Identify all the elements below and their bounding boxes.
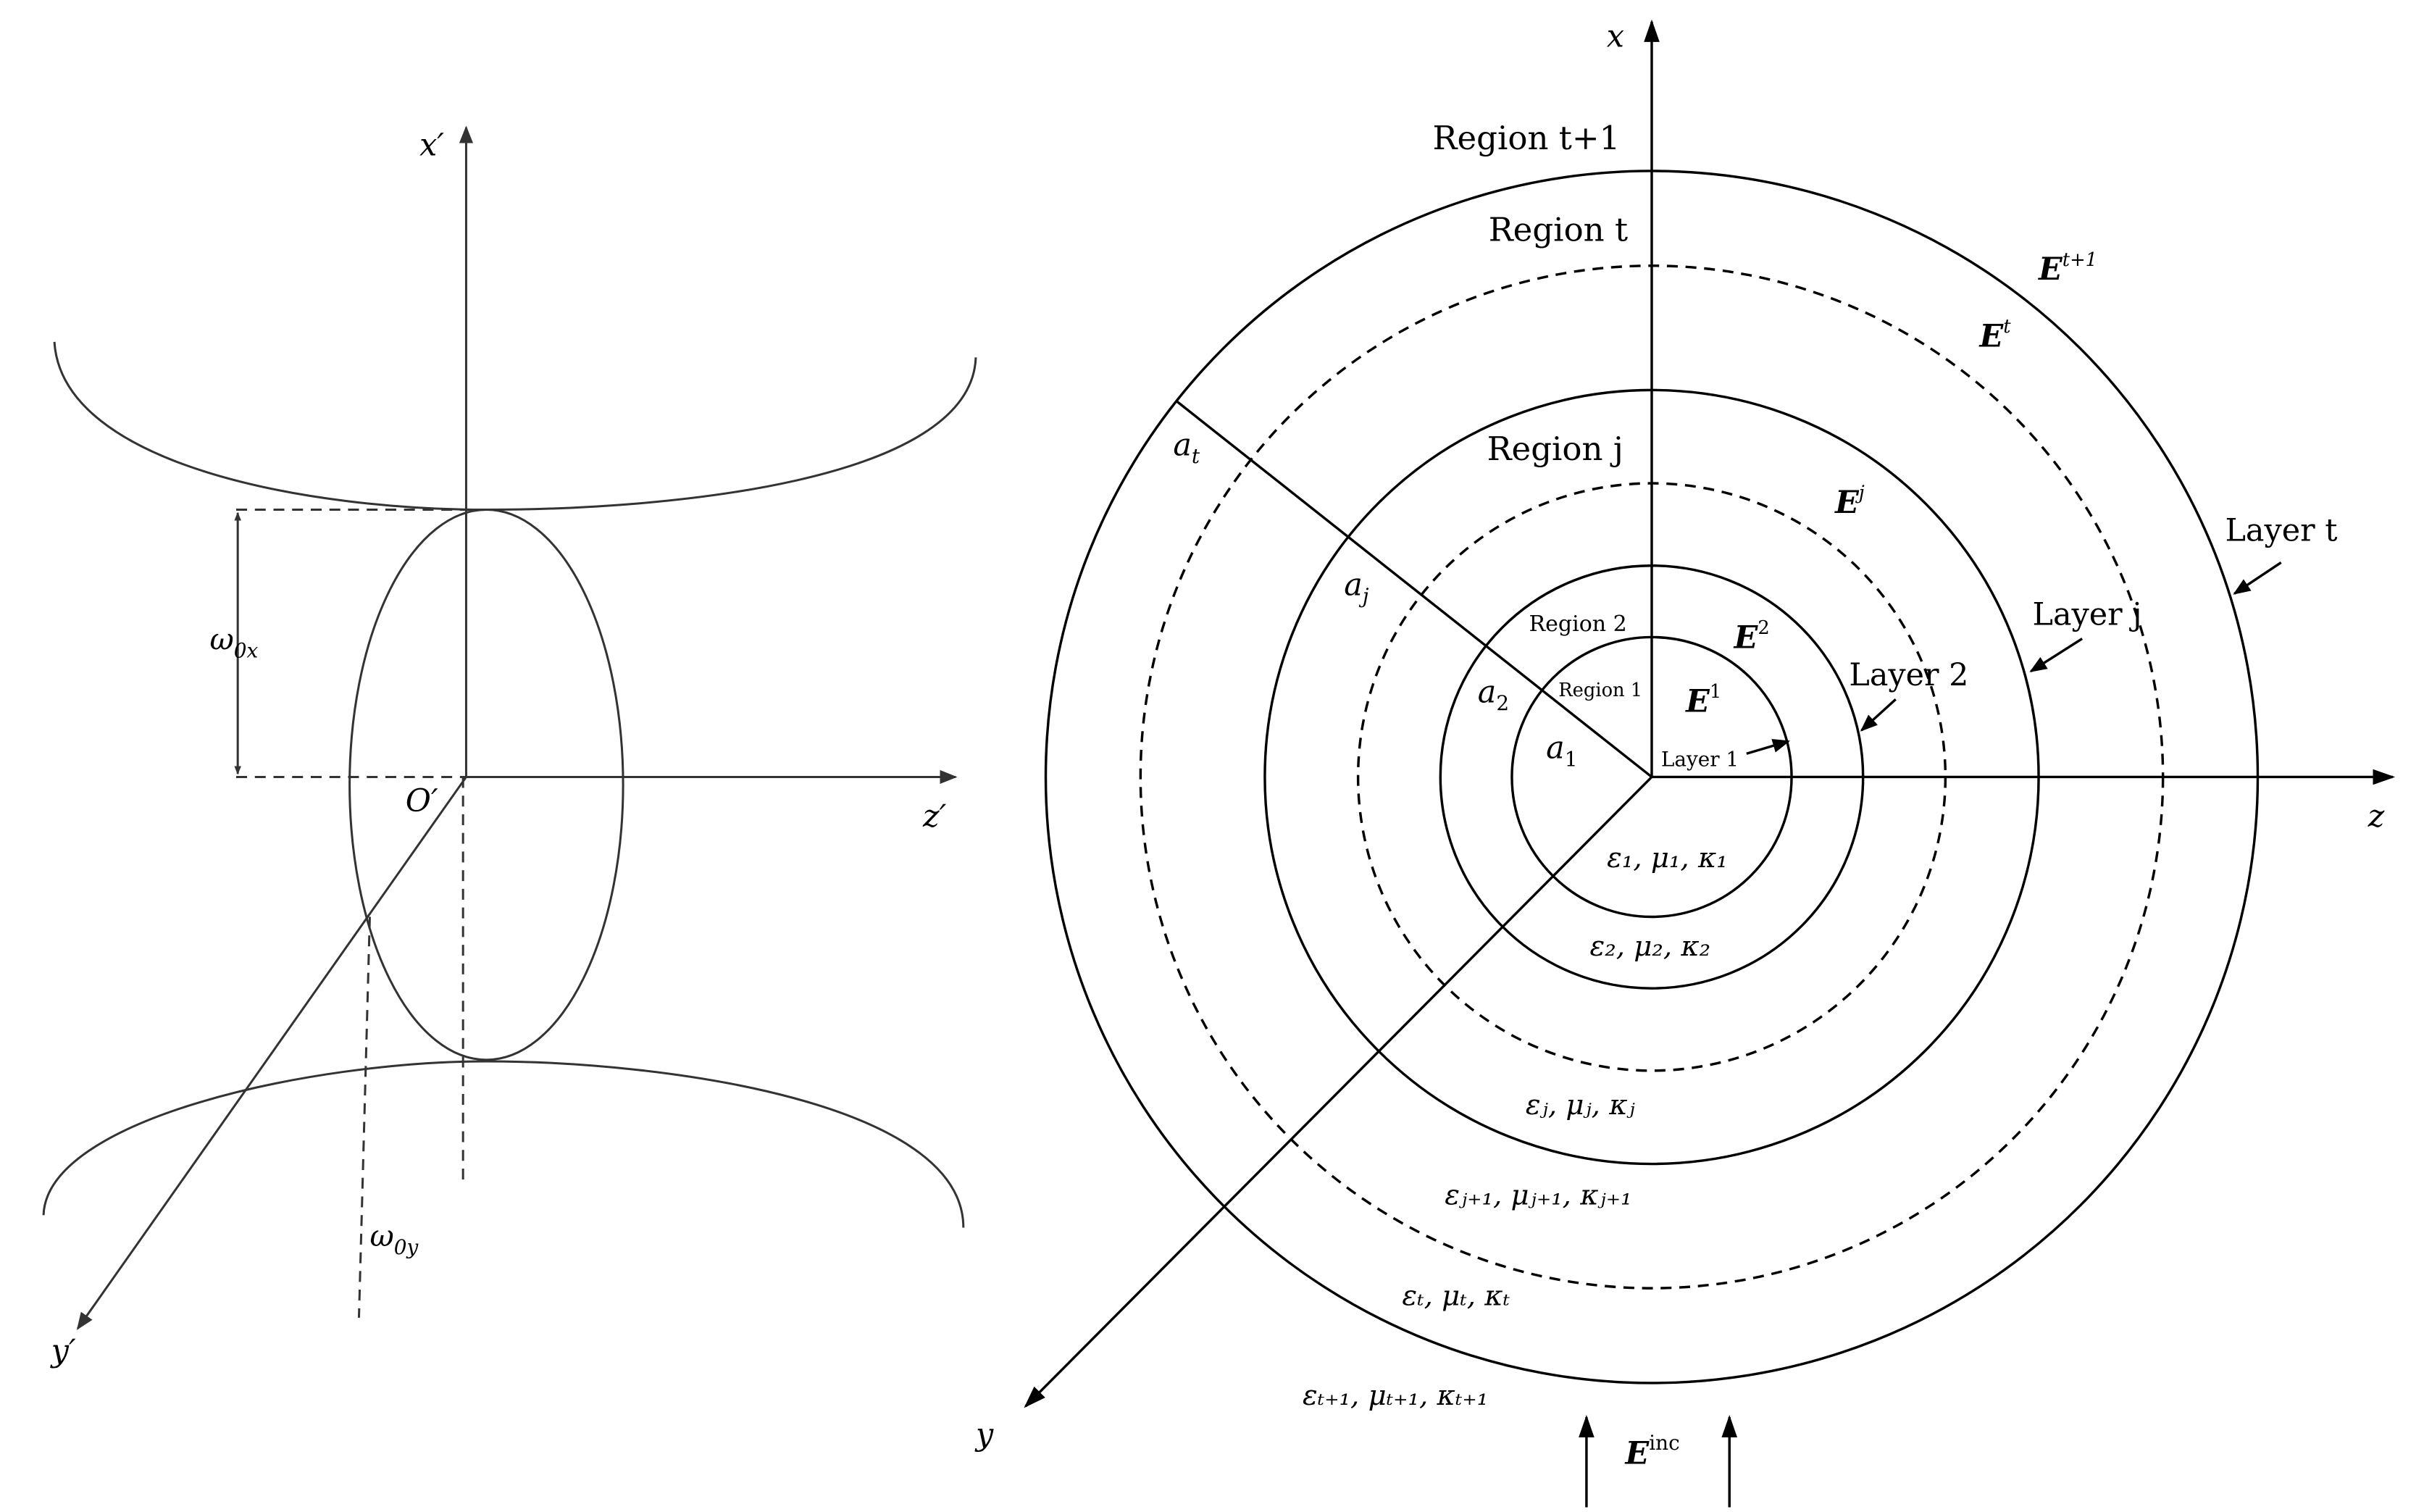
y-axis-label: y (974, 1417, 994, 1453)
layer-2-label: Layer 2 (1849, 657, 1968, 693)
beam-waist-ellipse (348, 509, 624, 1061)
origin-label: O′ (406, 783, 438, 819)
material-region-1: ε₁, μ₁, κ₁ (1607, 842, 1728, 874)
layer-t-label: Layer t (2225, 512, 2337, 548)
material-region-t-plus-1: εₜ₊₁, μₜ₊₁, κₜ₊₁ (1303, 1379, 1488, 1412)
layer-t-arrow (2233, 561, 2282, 595)
region-t-plus-1-label: Region t+1 (1433, 119, 1621, 157)
lower-beam-envelope (42, 1060, 965, 1228)
material-region-t: εₜ, μₜ, κₜ (1402, 1280, 1510, 1313)
field-e-j-label: Ej (1834, 483, 1865, 521)
material-region-j: εⱼ, μⱼ, κⱼ (1526, 1089, 1636, 1122)
region-t-label: Region t (1489, 210, 1628, 248)
x-axis-label: x (1607, 18, 1624, 54)
layer-1-arrow (1746, 739, 1791, 755)
field-e-1-label: E1 (1685, 681, 1721, 719)
dim-guide-slanted (357, 916, 371, 1318)
material-region-j-plus-1: εⱼ₊₁, μⱼ₊₁, κⱼ₊₁ (1445, 1179, 1631, 1211)
omega-x-label: ω0x (210, 622, 259, 663)
omega-y-label: ω0y (369, 1219, 419, 1259)
y-prime-axis (76, 776, 467, 1330)
z-axis-label: z (2367, 798, 2385, 835)
y-axis (1024, 776, 1653, 1408)
upper-beam-envelope (53, 341, 977, 511)
radius-line (1175, 400, 1653, 778)
radius-a-1-label: a1 (1546, 730, 1577, 772)
layer-1-label: Layer 1 (1661, 747, 1739, 771)
x-prime-label: x′ (419, 128, 444, 164)
field-e-t-plus-1-label: Et+1 (2038, 249, 2097, 288)
layer-j-label: Layer j (2032, 596, 2141, 632)
material-region-2: ε₂, μ₂, κ₂ (1590, 930, 1711, 963)
incident-field-label: Einc (1625, 1431, 1680, 1471)
region-2-label: Region 2 (1529, 611, 1627, 637)
left-beam-diagram: x′ z′ y′ O′ ω0x ω0y (42, 125, 977, 1369)
y-prime-label: y′ (50, 1333, 76, 1369)
field-e-2-label: E2 (1734, 617, 1770, 656)
region-1-label: Region 1 (1558, 680, 1642, 701)
layer-j-arrow (2029, 638, 2084, 673)
field-e-t-label: Et (1979, 316, 2012, 354)
region-j-label: Region j (1487, 430, 1623, 468)
layer-2-arrow (1860, 698, 1897, 732)
z-prime-label: z′ (922, 798, 947, 835)
right-layered-sphere-diagram: x z y Region t+1 Region t Region j Regio… (974, 18, 2396, 1508)
radius-a-j-label: aj (1344, 567, 1369, 609)
radius-a-t-label: at (1173, 427, 1200, 468)
radius-a-2-label: a2 (1478, 674, 1509, 716)
